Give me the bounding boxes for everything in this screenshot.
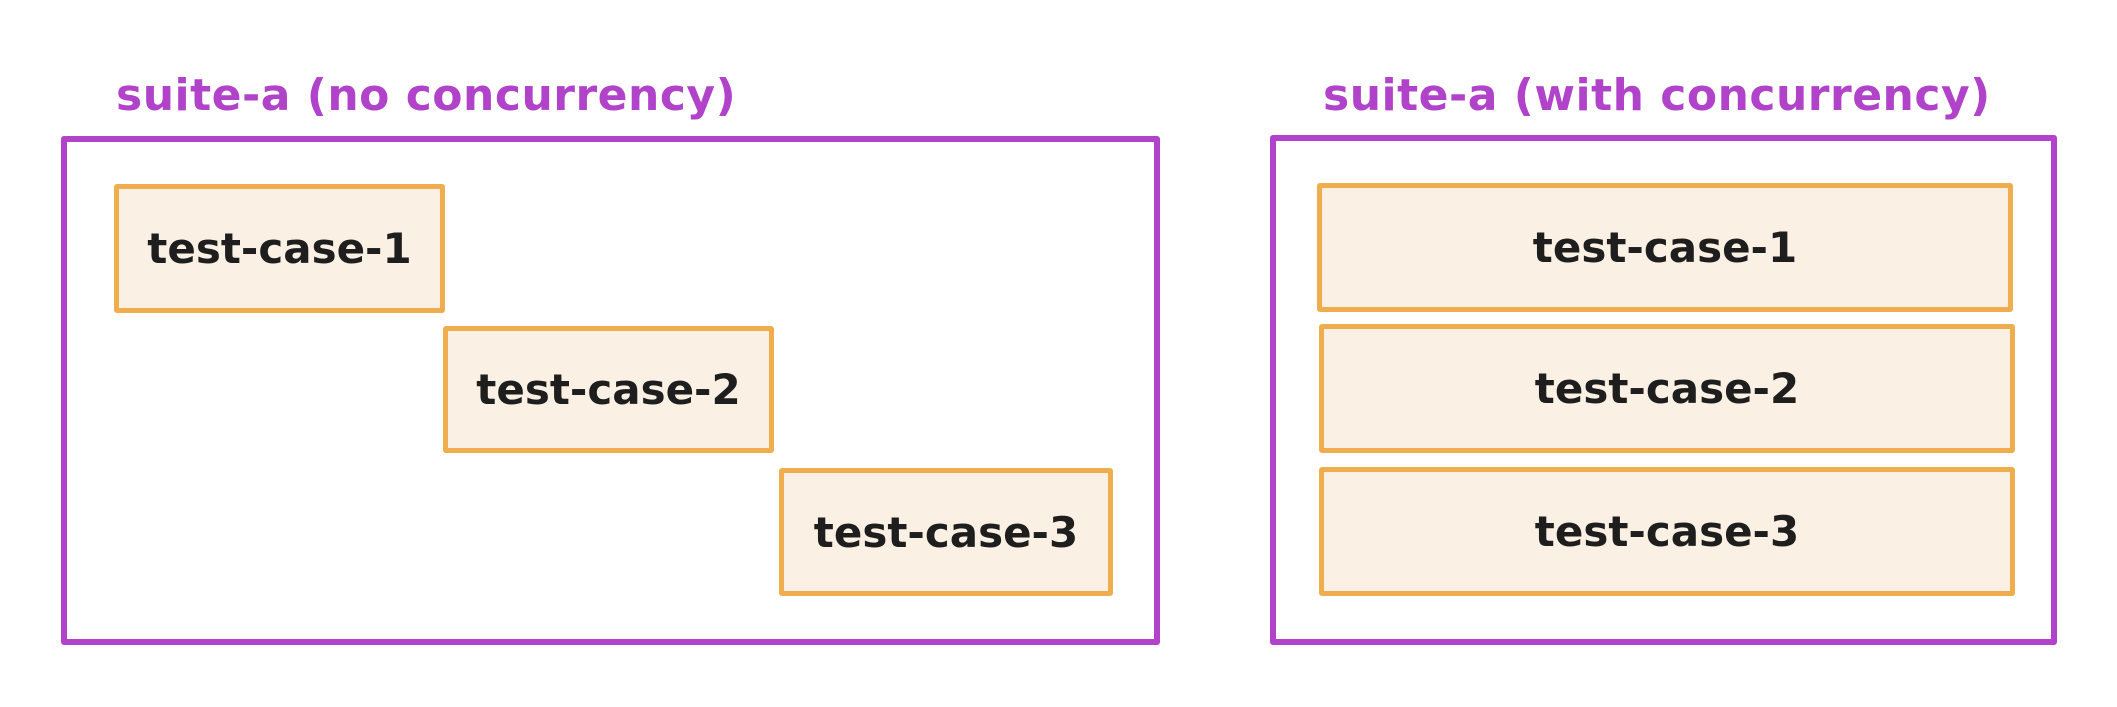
- left-suite-title: suite-a (no concurrency): [116, 70, 737, 121]
- right-test-case-1: test-case-1: [1317, 183, 2013, 312]
- left-test-case-3-label: test-case-3: [813, 507, 1079, 557]
- left-test-case-1-label: test-case-1: [147, 224, 412, 273]
- right-test-case-3: test-case-3: [1319, 467, 2015, 596]
- left-test-case-3: test-case-3: [779, 468, 1113, 596]
- left-test-case-1: test-case-1: [114, 184, 445, 313]
- right-suite-title: suite-a (with concurrency): [1323, 70, 1991, 121]
- right-test-case-2-label: test-case-2: [1534, 364, 1800, 413]
- left-test-case-2-label: test-case-2: [476, 365, 741, 414]
- right-test-case-2: test-case-2: [1319, 324, 2015, 453]
- right-test-case-3-label: test-case-3: [1534, 507, 1800, 556]
- right-test-case-1-label: test-case-1: [1532, 223, 1798, 272]
- left-test-case-2: test-case-2: [443, 326, 774, 453]
